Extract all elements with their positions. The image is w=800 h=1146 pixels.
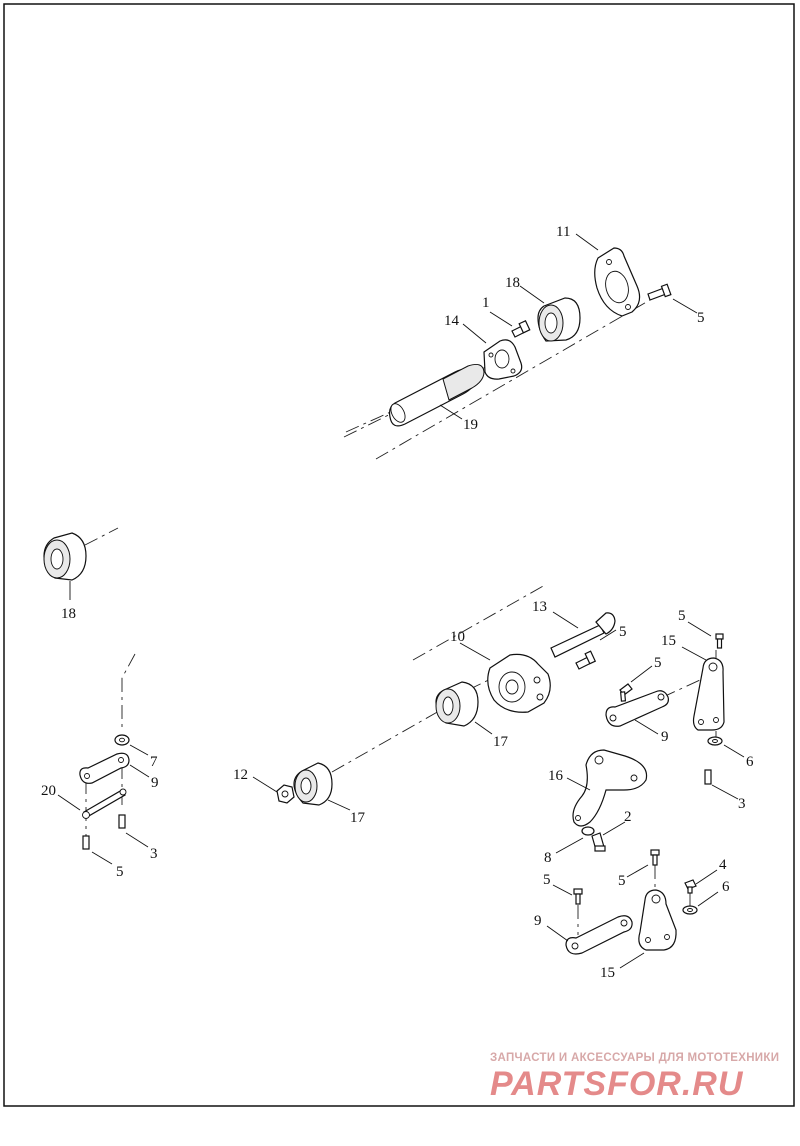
callout-17-low: 17	[350, 810, 366, 826]
watermark-caption: ЗАПЧАСТИ И АКСЕССУАРЫ ДЛЯ МОТОТЕХНИКИ	[490, 1052, 779, 1064]
part-3-screw	[704, 769, 712, 785]
callout-6-low: 6	[722, 879, 730, 895]
callout-15-top: 15	[661, 633, 676, 649]
left-lower-assembly: 7 9 20 3 5	[41, 653, 159, 880]
watermark-brand: PARTSFOR.RU	[490, 1065, 744, 1103]
part-2-bolt	[591, 832, 606, 852]
part-5-screw-top	[647, 283, 672, 301]
callout-5-top: 5	[697, 310, 705, 326]
part-13-bolt	[550, 612, 616, 658]
part-18-bushing-top	[537, 297, 581, 342]
callout-5-low-right: 5	[618, 873, 626, 889]
part-5-screw-low-right	[650, 849, 660, 866]
callout-11: 11	[556, 224, 570, 240]
callout-18-left: 18	[61, 606, 76, 622]
part-8-washer	[581, 826, 595, 836]
callout-5-low-left: 5	[543, 872, 551, 888]
callout-6-top: 6	[746, 754, 754, 770]
part-17-bushing-low	[293, 762, 333, 806]
callout-13: 13	[532, 599, 547, 615]
callout-20: 20	[41, 783, 56, 799]
part-19-tube	[388, 364, 485, 427]
part-12-nut	[276, 784, 295, 804]
callout-17-mid: 17	[493, 734, 509, 750]
callout-5-link: 5	[654, 655, 662, 671]
callout-3-right: 3	[738, 796, 746, 812]
part-11-bracket	[594, 247, 641, 317]
callout-8: 8	[544, 850, 552, 866]
part-5-screw-mid	[575, 650, 597, 670]
part-7-washer	[114, 734, 130, 746]
right-mid-assembly: 5 15 5 9 6 3 16 2 8	[544, 608, 754, 866]
part-16-bracket	[572, 749, 648, 827]
callout-9-left: 9	[151, 775, 159, 791]
part-17-bushing-mid	[435, 681, 479, 727]
callout-18-top: 18	[505, 275, 520, 291]
watermark: ЗАПЧАСТИ И АКСЕССУАРЫ ДЛЯ МОТОТЕХНИКИ PA…	[490, 1052, 779, 1103]
upper-assembly: 11 18 1 14 5 19	[343, 224, 705, 460]
part-3-screw-left	[118, 814, 126, 829]
part-5-screw-right	[715, 633, 724, 649]
part-4-screw	[684, 879, 697, 894]
callout-16: 16	[548, 768, 564, 784]
callout-5-left: 5	[116, 864, 124, 880]
callout-19: 19	[463, 417, 478, 433]
callout-12: 12	[233, 767, 248, 783]
part-14-plate	[483, 339, 523, 380]
part-5-screw-low-left	[573, 888, 583, 905]
part-9-link-left	[79, 752, 130, 784]
part-1-screw	[511, 319, 531, 338]
part-10-housing	[487, 653, 551, 713]
callout-14: 14	[444, 313, 460, 329]
callout-5-mid: 5	[619, 624, 627, 640]
part-18-bushing-left: 18	[43, 527, 119, 622]
middle-assembly: 13 5 10 17 12 17	[233, 584, 627, 826]
part-5-screw-left	[82, 835, 90, 850]
part-15-bracket-top	[692, 657, 725, 731]
part-6-washer-low	[682, 905, 698, 915]
callout-4: 4	[719, 857, 727, 873]
callout-15-low: 15	[600, 965, 615, 981]
callout-1: 1	[482, 295, 490, 311]
callout-10: 10	[450, 629, 465, 645]
callout-5-right: 5	[678, 608, 686, 624]
part-5-screw-link	[619, 683, 633, 702]
callout-9-right: 9	[661, 729, 669, 745]
callout-7: 7	[150, 754, 158, 770]
callout-2: 2	[624, 809, 632, 825]
diagram-border	[3, 3, 795, 1107]
callout-9-low: 9	[534, 913, 542, 929]
callout-3-left: 3	[150, 846, 158, 862]
part-15-bracket-low	[638, 889, 677, 951]
part-20-rod	[82, 788, 127, 819]
lower-right-assembly: 5 5 4 6 9 15	[534, 849, 730, 981]
part-6-washer	[707, 736, 723, 746]
part-9-link-low	[565, 915, 633, 955]
part-9-link-right	[605, 690, 669, 727]
